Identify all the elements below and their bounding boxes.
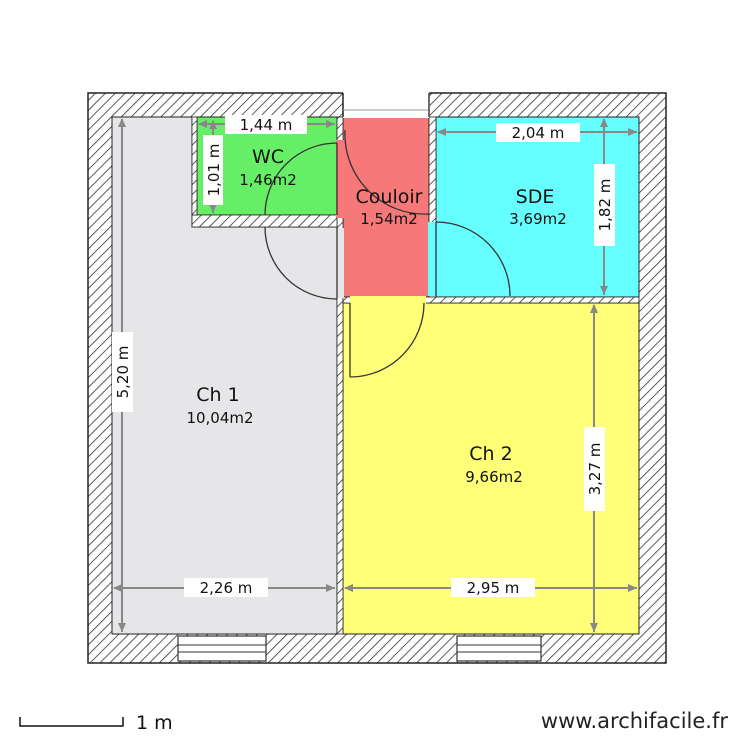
window-ch2 bbox=[456, 635, 542, 662]
dim-ch1-height: 5,20 m bbox=[114, 346, 132, 399]
room-couloir-area: 1,54m2 bbox=[360, 210, 418, 228]
entrance-opening bbox=[343, 92, 429, 118]
inner-wall bbox=[191, 116, 198, 216]
room-ch2-area: 9,66m2 bbox=[465, 468, 523, 486]
dim-ch2-height: 3,27 m bbox=[586, 443, 604, 496]
inner-wall bbox=[191, 214, 338, 228]
room-wc-area: 1,46m2 bbox=[239, 171, 297, 189]
room-sde-area: 3,69m2 bbox=[509, 210, 567, 228]
watermark-text: www.archifacile.fr bbox=[541, 709, 728, 733]
room-couloir-floor bbox=[342, 116, 430, 298]
dim-sde-width: 2,04 m bbox=[512, 124, 565, 142]
room-ch1-area: 10,04m2 bbox=[186, 409, 253, 427]
dim-wc-width: 1,44 m bbox=[240, 116, 293, 134]
door-swings bbox=[264, 129, 511, 378]
window-ch1 bbox=[177, 635, 267, 662]
dim-sde-height: 1,82 m bbox=[596, 179, 614, 232]
room-ch1-name: Ch 1 bbox=[196, 384, 239, 406]
room-ch2-name: Ch 2 bbox=[469, 443, 512, 465]
scale-bar: 1 m bbox=[19, 712, 173, 734]
dim-wc-height: 1,01 m bbox=[205, 144, 223, 197]
inner-wall bbox=[336, 116, 344, 635]
room-labels: WC 1,46m2 Couloir 1,54m2 SDE 3,69m2 Ch 1… bbox=[186, 146, 566, 486]
room-wc-name: WC bbox=[252, 146, 284, 168]
dimension-labels: 1,44 m 1,01 m 2,04 m 1,82 m 5,20 m 2,26 … bbox=[112, 115, 615, 597]
room-couloir-name: Couloir bbox=[356, 186, 423, 208]
inner-wall bbox=[342, 296, 640, 304]
dim-ch1-width: 2,26 m bbox=[200, 579, 253, 597]
dim-ch2-width: 2,95 m bbox=[467, 579, 520, 597]
room-sde-name: SDE bbox=[516, 186, 555, 208]
scale-label: 1 m bbox=[136, 712, 173, 734]
